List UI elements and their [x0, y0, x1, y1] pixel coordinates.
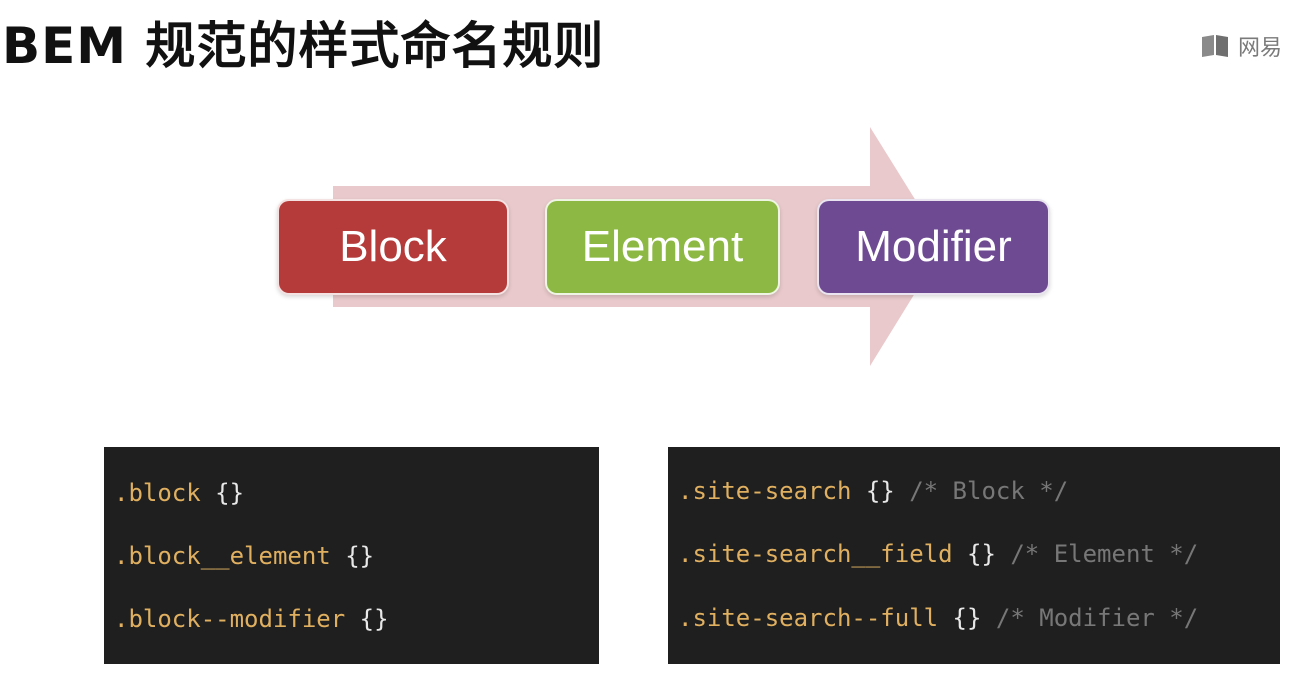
- watermark-text: 网易: [1238, 36, 1283, 61]
- step-modifier: Modifier: [817, 199, 1050, 295]
- code-comment: /* Block */: [909, 477, 1069, 505]
- page-title: BEM 规范的样式命名规则: [2, 17, 605, 75]
- code-line: .block--modifier {}: [114, 603, 389, 635]
- step-block: Block: [277, 199, 509, 295]
- watermark: 网易: [1200, 30, 1282, 62]
- code-line: .block__element {}: [114, 540, 374, 572]
- code-braces: {}: [952, 604, 982, 632]
- code-panel-generic: .block {} .block__element {} .block--mod…: [104, 447, 599, 664]
- code-braces: {}: [359, 605, 389, 633]
- code-selector: .site-search--full: [678, 604, 939, 632]
- code-braces: {}: [865, 477, 895, 505]
- code-line: .site-search__field {} /* Element */: [678, 538, 1198, 570]
- code-line: .site-search--full {} /* Modifier */: [678, 602, 1198, 634]
- code-comment: /* Element */: [1010, 540, 1199, 568]
- book-icon: [1202, 35, 1228, 57]
- code-comment: /* Modifier */: [995, 604, 1199, 632]
- step-element: Element: [545, 199, 780, 295]
- code-panel-example: .site-search {} /* Block */ .site-search…: [668, 447, 1280, 664]
- code-braces: {}: [967, 540, 996, 568]
- code-selector: .site-search__field: [678, 540, 953, 568]
- code-braces: {}: [345, 542, 375, 570]
- code-line: .block {}: [114, 477, 244, 509]
- code-braces: {}: [215, 479, 245, 507]
- code-selector: .block: [114, 479, 201, 507]
- code-selector: .block--modifier: [114, 605, 346, 633]
- code-selector: .site-search: [678, 477, 852, 505]
- code-line: .site-search {} /* Block */: [678, 475, 1068, 507]
- code-selector: .block__element: [114, 542, 331, 570]
